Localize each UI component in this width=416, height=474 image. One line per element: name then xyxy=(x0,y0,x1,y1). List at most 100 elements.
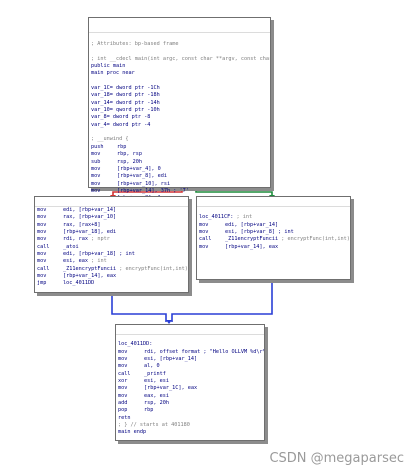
asm-line[interactable]: ; Attributes: bp-based frame xyxy=(89,41,270,48)
asm-mnemonic: mov xyxy=(199,221,209,228)
asm-label-line: var_10= qword ptr -10h xyxy=(91,107,160,114)
asm-operands: esi, [rbp+var_8] ; int xyxy=(225,229,294,236)
edge-jump-arrowhead xyxy=(166,320,172,324)
asm-line[interactable]: ; int __cdecl main(int argc, const char … xyxy=(89,56,270,63)
asm-line[interactable]: var_4= dword ptr -4 xyxy=(89,122,270,129)
asm-line[interactable]: mov[rbp+var_8], edi xyxy=(89,173,270,180)
asm-line[interactable]: var_8= dword ptr -8 xyxy=(89,114,270,121)
asm-line[interactable]: mov[rbp+var_14], eax xyxy=(35,273,188,280)
asm-label-line: var_14= dword ptr -14h xyxy=(91,99,160,106)
asm-label-line: loc_4011DD: xyxy=(118,341,153,348)
asm-line[interactable]: call_printf xyxy=(116,371,264,378)
asm-comment: ; encryptFunc(int,int) xyxy=(278,236,350,243)
asm-line[interactable]: mov[rbp+var_1C], eax xyxy=(116,385,264,392)
asm-line[interactable]: call_Z11encryptFuncii ; encryptFunc(int,… xyxy=(35,266,188,273)
asm-operands: [rbp+var_18], edi xyxy=(63,229,117,236)
code-block-left-header xyxy=(35,197,188,207)
asm-label-line: main endp xyxy=(118,429,147,436)
asm-mnemonic: mov xyxy=(118,392,128,399)
asm-line[interactable] xyxy=(89,78,270,85)
asm-line[interactable]: mov[rbp+var_18], edi xyxy=(35,229,188,236)
code-block-bottom-header xyxy=(116,325,264,335)
code-block-main[interactable]: ; Attributes: bp-based frame ; int __cdec… xyxy=(88,17,271,209)
asm-line[interactable] xyxy=(197,207,350,214)
asm-comment-line: ; __unwind { xyxy=(91,136,129,143)
asm-line[interactable]: var_10= qword ptr -10h xyxy=(89,107,270,114)
asm-line[interactable]: mov[rbp+var_14], eax xyxy=(197,244,350,251)
asm-line[interactable]: main proc near xyxy=(89,70,270,77)
asm-operands: esi, esi xyxy=(144,378,169,385)
asm-operands: rax, [rbp+var_10] xyxy=(63,214,117,221)
asm-line[interactable]: call_atoi xyxy=(35,244,188,251)
asm-label-line: main proc near xyxy=(91,70,135,77)
asm-line[interactable]: ; __unwind { xyxy=(89,136,270,143)
asm-line[interactable]: loc_4011CF: ; int xyxy=(197,214,350,221)
asm-mnemonic: mov xyxy=(91,165,101,172)
asm-line[interactable]: mov[rbp+var_4], 0 xyxy=(89,166,270,173)
asm-comment: ; int xyxy=(233,214,253,221)
asm-line[interactable]: mov[rbp+var_14], 37h ; '7' xyxy=(89,188,270,195)
asm-line[interactable] xyxy=(116,334,264,341)
asm-line[interactable]: var_18= dword ptr -18h xyxy=(89,92,270,99)
asm-line[interactable]: mov[rbp+var_10], rsi xyxy=(89,181,270,188)
asm-operands: rsp, 20h xyxy=(144,400,169,407)
asm-line[interactable]: public main xyxy=(89,63,270,70)
asm-comment-line: ; Attributes: bp-based frame xyxy=(91,41,179,47)
asm-mnemonic: mov xyxy=(37,258,47,265)
asm-mnemonic: call xyxy=(118,370,131,377)
asm-mnemonic: mov xyxy=(199,229,209,236)
asm-operands: [rbp+var_14], 37h ; '7' xyxy=(117,187,189,194)
asm-line[interactable]: main endp xyxy=(116,429,264,436)
asm-comment: ; nptr xyxy=(88,236,110,243)
asm-line[interactable]: mov esi, [rbp+var_8] ; int xyxy=(197,229,350,236)
asm-mnemonic: mov xyxy=(91,173,101,180)
asm-mnemonic: mov xyxy=(199,243,209,250)
asm-label-line: var_18= dword ptr -18h xyxy=(91,92,160,99)
asm-mnemonic: mov xyxy=(37,236,47,243)
asm-line[interactable]: mov rax, [rbp+var_10] xyxy=(35,214,188,221)
asm-mnemonic: retn xyxy=(118,414,131,421)
asm-operands: esi, [rbp+var_14] xyxy=(144,356,198,363)
asm-mnemonic: mov xyxy=(37,214,47,221)
edge-true-branch xyxy=(195,188,273,196)
asm-line[interactable]: call_Z11encryptFuncii ; encryptFunc(int,… xyxy=(197,236,350,243)
asm-operands: rbp, rsp xyxy=(117,151,142,158)
asm-line[interactable]: ; } // starts at 401180 xyxy=(116,422,264,429)
asm-line[interactable]: retn xyxy=(116,415,264,422)
asm-line[interactable] xyxy=(89,129,270,136)
asm-mnemonic: mov xyxy=(37,207,47,213)
asm-operands: rsp, 20h xyxy=(117,158,142,165)
asm-line[interactable] xyxy=(89,48,270,55)
asm-mnemonic: mov xyxy=(118,363,128,370)
asm-label-line: loc_4011CF: xyxy=(199,214,234,221)
asm-line[interactable]: loc_4011DD: xyxy=(116,341,264,348)
asm-line[interactable]: var_1C= dword ptr -1Ch xyxy=(89,85,270,92)
asm-label-line: var_4= dword ptr -4 xyxy=(91,121,151,128)
asm-line[interactable]: var_14= dword ptr -14h xyxy=(89,100,270,107)
asm-operands: esi, eax xyxy=(63,258,88,265)
